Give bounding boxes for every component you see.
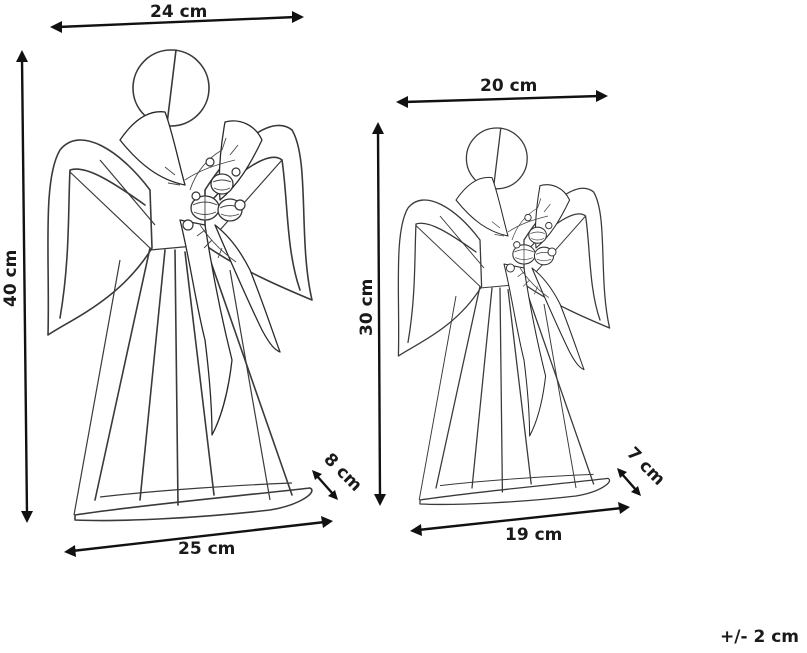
small-width-top-dimension: 20 cm — [396, 76, 608, 108]
tolerance-note: +/- 2 cm — [720, 627, 799, 647]
large-angel-figure — [47, 49, 313, 522]
large-depth-dimension: 8 cm — [312, 449, 366, 500]
large-width-top-label: 24 cm — [150, 2, 207, 22]
small-depth-dimension: 7 cm — [617, 443, 669, 496]
small-width-base-dimension: 19 cm — [410, 502, 630, 545]
large-height-dimension: 40 cm — [1, 50, 33, 523]
small-width-base-label: 19 cm — [505, 525, 562, 545]
large-width-base-dimension: 25 cm — [64, 516, 333, 559]
large-height-label: 40 cm — [1, 250, 21, 307]
small-width-top-label: 20 cm — [480, 76, 537, 96]
small-height-dimension: 30 cm — [357, 122, 386, 506]
large-width-top-dimension: 24 cm — [50, 2, 304, 33]
large-width-base-label: 25 cm — [178, 539, 235, 559]
large-depth-label: 8 cm — [319, 449, 365, 495]
small-height-label: 30 cm — [357, 279, 377, 336]
small-angel-figure — [397, 127, 611, 506]
